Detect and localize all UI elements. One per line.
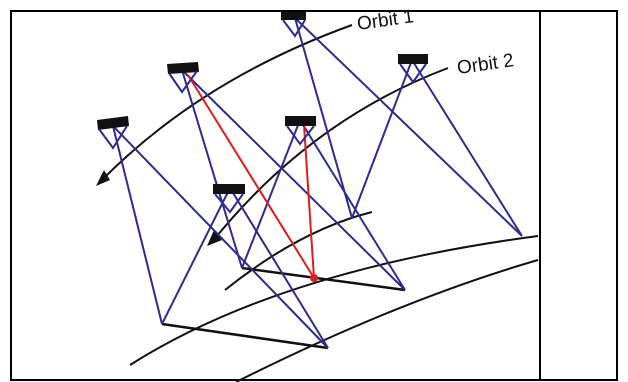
- ground-curve-back: [235, 259, 539, 382]
- satellite-sensors: [97, 12, 428, 214]
- sensor-icon: [398, 54, 428, 84]
- ray: [181, 69, 243, 269]
- ground-curve-near: [224, 211, 373, 291]
- sensor-icon: [281, 12, 306, 38]
- ground-curve-front: [129, 235, 539, 366]
- ray: [112, 125, 329, 349]
- orbit-2-arrowhead: [207, 230, 222, 246]
- orbit-1-arrowhead: [96, 170, 110, 186]
- orbit-2-label: Orbit 2: [456, 50, 515, 79]
- ray: [161, 187, 231, 325]
- ray: [411, 59, 523, 237]
- diagram-border: [10, 10, 618, 381]
- ray: [294, 17, 353, 219]
- sensor-icon: [285, 116, 316, 146]
- highlight-ray-2: [303, 124, 315, 279]
- sensor-icon: [167, 62, 199, 94]
- ray: [299, 119, 406, 291]
- ray: [112, 125, 163, 325]
- ray: [351, 59, 413, 219]
- imaging-rays: [112, 17, 523, 349]
- ray: [294, 17, 523, 237]
- sensor-icon: [97, 116, 129, 150]
- ray: [181, 69, 406, 291]
- orbit-1-curve: [99, 24, 353, 183]
- ground-baseline-1: [161, 322, 329, 350]
- ray: [241, 119, 301, 269]
- ray: [229, 187, 329, 349]
- highlight-ray-1: [187, 74, 315, 279]
- sensor-icon: [213, 184, 245, 214]
- ground-target-point: [310, 274, 318, 282]
- ground-baseline-2: [241, 266, 406, 292]
